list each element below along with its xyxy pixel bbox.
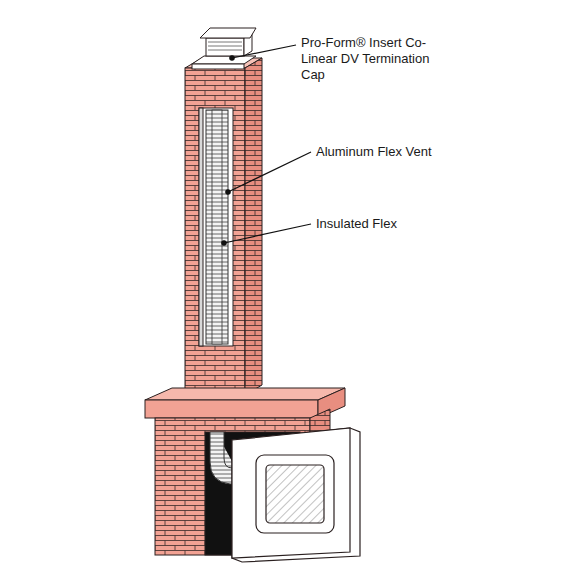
cap-label: Pro-Form® Insert Co-Linear DV Terminatio… (299, 35, 443, 83)
part-label: Aluminum Flex Vent (314, 144, 434, 160)
mantel (145, 388, 345, 418)
leader-line (222, 45, 311, 245)
flex-liner (206, 110, 228, 344)
part-label: Insulated Flex (314, 216, 399, 232)
chimney (185, 58, 262, 395)
fireplace-insert (232, 428, 360, 562)
termination-cap (192, 28, 256, 69)
